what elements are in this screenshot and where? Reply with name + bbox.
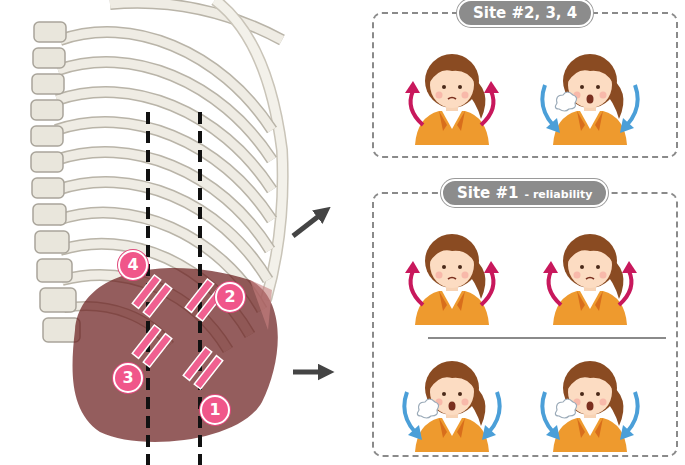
breathing-figure — [404, 54, 637, 452]
site-title: Site #1 — [457, 184, 519, 202]
liver-edge — [250, 280, 272, 330]
rib-cage — [31, 0, 283, 350]
scan-line — [148, 112, 200, 465]
site-subtitle: - reliability — [525, 188, 593, 201]
callout-number: 1 — [200, 395, 230, 425]
callout-number: 3 — [113, 363, 143, 393]
site-panel: Site #2, 3, 4 — [372, 12, 678, 158]
callout-number: 2 — [215, 282, 245, 312]
site-title: Site #2, 3, 4 — [473, 4, 577, 22]
pointer-arrow — [293, 212, 326, 372]
site-header: Site #1 - reliability — [441, 179, 608, 207]
site-panel: Site #1- reliability — [372, 192, 678, 457]
site-header: Site #2, 3, 4 — [457, 0, 593, 27]
divider-line — [428, 337, 666, 339]
callout-number: 4 — [118, 250, 148, 280]
probe-mark — [132, 275, 225, 389]
liver-region — [73, 268, 278, 442]
